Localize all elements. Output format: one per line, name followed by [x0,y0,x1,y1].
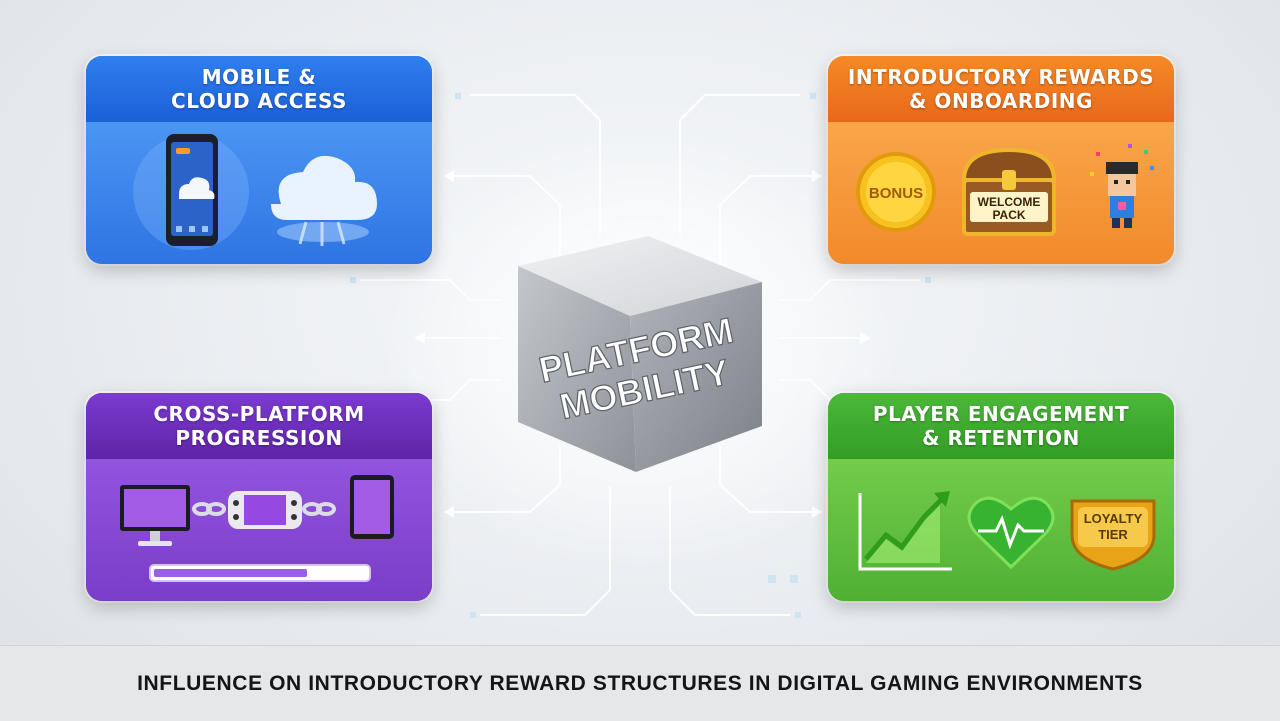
introductory-rewards-title: INTRODUCTORY REWARDS & ONBOARDING [828,56,1174,122]
pack-label: PACK [992,208,1025,222]
tablet-icon [350,475,394,539]
chain-icon [192,502,336,516]
platform-mobility-cube: PLATFORM MOBILITY [518,236,762,472]
pixel-character-icon [1090,144,1154,228]
introductory-rewards-card: INTRODUCTORY REWARDS & ONBOARDING BONUS … [828,56,1174,264]
bonus-label: BONUS [869,185,923,202]
heartbeat-icon [967,496,1055,570]
cross-platform-body [86,459,432,601]
welcome-label: WELCOME [978,195,1041,209]
mobile-cloud-card: MOBILE & CLOUD ACCESS [86,56,432,264]
monitor-icon [120,485,190,546]
mobile-cloud-body [86,122,432,264]
progress-bar [149,564,371,582]
footer-banner: INFLUENCE ON INTRODUCTORY REWARD STRUCTU… [0,645,1280,721]
cross-platform-title: CROSS-PLATFORM PROGRESSION [86,393,432,459]
loyalty-label: LOYALTY [1084,511,1143,526]
handheld-console-icon [228,491,302,529]
loyalty-badge-icon: LOYALTY TIER [1070,499,1156,571]
smartphone-icon [133,134,249,250]
cube-right-face [630,282,762,472]
footer-caption: INFLUENCE ON INTRODUCTORY REWARD STRUCTU… [137,671,1143,695]
treasure-chest-icon: WELCOME PACK [961,147,1057,236]
cross-platform-card: CROSS-PLATFORM PROGRESSION [86,393,432,601]
introductory-rewards-body: BONUS WELCOME PACK [828,122,1174,264]
mobile-cloud-title: MOBILE & CLOUD ACCESS [86,56,432,122]
cube-left-face [518,266,636,472]
player-engagement-card: PLAYER ENGAGEMENT & RETENTION LOYALTY TI… [828,393,1174,601]
cube-top-face [518,236,762,316]
bonus-coin-icon: BONUS [856,152,936,232]
cloud-icon [271,155,377,246]
tier-label: TIER [1098,527,1128,542]
growth-chart-icon [858,491,952,571]
player-engagement-title: PLAYER ENGAGEMENT & RETENTION [828,393,1174,459]
player-engagement-body: LOYALTY TIER [828,459,1174,601]
